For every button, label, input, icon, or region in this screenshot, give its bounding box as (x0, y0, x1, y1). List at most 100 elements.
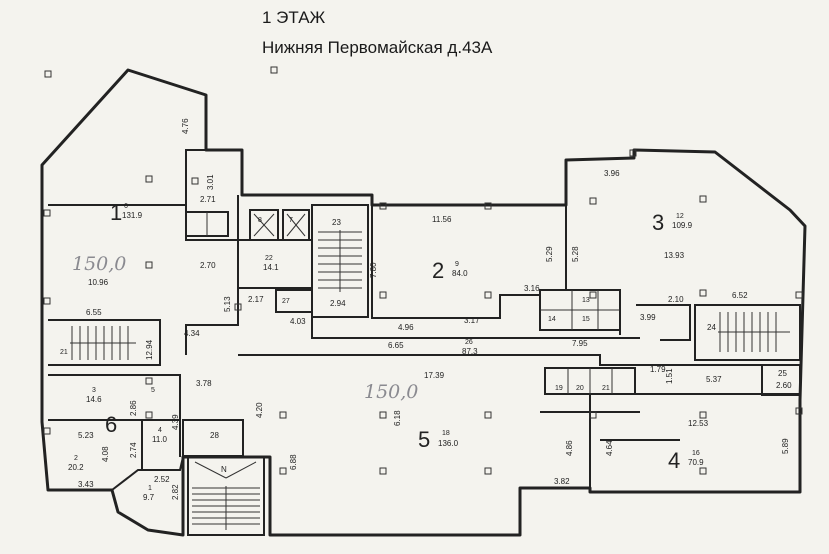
svg-text:87.3: 87.3 (462, 347, 478, 356)
svg-text:3.99: 3.99 (640, 313, 656, 322)
svg-text:N: N (221, 465, 227, 474)
svg-text:3.96: 3.96 (604, 169, 620, 178)
svg-text:6.18: 6.18 (393, 410, 402, 426)
svg-text:18: 18 (442, 430, 450, 437)
room-labels: 22 14.1 26 87.3 3 14.6 2 20.2 4 11.0 1 9… (60, 217, 787, 502)
svg-text:2.10: 2.10 (668, 295, 684, 304)
svg-text:25: 25 (778, 369, 787, 378)
svg-text:1: 1 (148, 485, 152, 492)
section-3-label: 3 12 109.9 (652, 210, 693, 235)
wall (565, 205, 621, 335)
svg-text:3.78: 3.78 (196, 379, 212, 388)
svg-text:4.64: 4.64 (605, 440, 614, 456)
svg-text:70.9: 70.9 (688, 458, 704, 467)
svg-text:2: 2 (432, 258, 444, 283)
wall (311, 317, 640, 339)
svg-text:3.17: 3.17 (464, 316, 480, 325)
svg-text:4.86: 4.86 (565, 440, 574, 456)
svg-text:2.94: 2.94 (330, 299, 346, 308)
svg-text:5.28: 5.28 (571, 246, 580, 262)
column-markers (43, 149, 803, 475)
marker-square (44, 70, 52, 78)
svg-text:109.9: 109.9 (672, 221, 693, 230)
svg-text:7.95: 7.95 (572, 339, 588, 348)
svg-text:2.52: 2.52 (154, 475, 170, 484)
svg-text:13: 13 (582, 297, 590, 304)
dimension-labels: 4.76 3.01 2.71 2.70 10.96 6.55 5.13 4.34… (78, 118, 792, 500)
svg-text:5.29: 5.29 (545, 246, 554, 262)
svg-text:5: 5 (151, 387, 155, 394)
svg-text:5.89: 5.89 (781, 438, 790, 454)
svg-text:2.82: 2.82 (171, 484, 180, 500)
svg-text:10.96: 10.96 (88, 278, 109, 287)
section-2-label: 2 9 84.0 (432, 258, 468, 283)
svg-text:3.01: 3.01 (206, 174, 215, 190)
svg-text:4: 4 (158, 427, 162, 434)
svg-text:20: 20 (576, 385, 584, 392)
svg-text:3.16: 3.16 (524, 284, 540, 293)
address-title: Нижняя Первомайская д.43А (262, 38, 493, 57)
svg-text:14.6: 14.6 (86, 395, 102, 404)
wall (185, 149, 206, 205)
wall (111, 456, 184, 491)
svg-text:12: 12 (676, 213, 684, 220)
svg-text:2: 2 (74, 455, 78, 462)
wall (48, 319, 161, 366)
svg-text:6.65: 6.65 (388, 341, 404, 350)
svg-text:24: 24 (707, 323, 716, 332)
svg-text:21: 21 (60, 349, 68, 356)
svg-text:3.82: 3.82 (554, 477, 570, 486)
stair-bottom (187, 456, 265, 536)
svg-text:7: 7 (289, 217, 293, 224)
svg-text:6: 6 (105, 412, 117, 437)
svg-text:136.0: 136.0 (438, 439, 459, 448)
svg-text:19: 19 (555, 385, 563, 392)
outer-wall (40, 68, 807, 537)
svg-text:84.0: 84.0 (452, 269, 468, 278)
wall (371, 205, 540, 319)
svg-text:3: 3 (652, 210, 664, 235)
section-6-label: 6 (105, 412, 117, 437)
svg-text:14: 14 (548, 316, 556, 323)
svg-text:4.34: 4.34 (184, 329, 200, 338)
svg-text:2.74: 2.74 (129, 442, 138, 458)
stair-steps (318, 230, 362, 292)
wall (636, 304, 691, 341)
svg-text:4.03: 4.03 (290, 317, 306, 326)
svg-text:9: 9 (455, 261, 459, 268)
stair-23 (311, 204, 369, 318)
svg-text:11.0: 11.0 (152, 435, 168, 444)
stair-steps (192, 486, 260, 530)
svg-text:2.70: 2.70 (200, 261, 216, 270)
svg-text:15: 15 (582, 316, 590, 323)
section-4-label: 4 16 70.9 (668, 448, 704, 473)
svg-text:8: 8 (258, 217, 262, 224)
svg-text:5.13: 5.13 (223, 296, 232, 312)
svg-text:6.88: 6.88 (289, 454, 298, 470)
handwritten-area-1: 150,0 (72, 253, 126, 275)
wall (238, 354, 800, 366)
svg-text:6.52: 6.52 (732, 291, 748, 300)
svg-text:17.39: 17.39 (424, 371, 445, 380)
svg-text:23: 23 (332, 218, 341, 227)
svg-text:2.86: 2.86 (129, 400, 138, 416)
svg-text:12.94: 12.94 (145, 339, 154, 360)
svg-text:4.20: 4.20 (255, 402, 264, 418)
svg-text:5: 5 (418, 427, 430, 452)
svg-text:4.76: 4.76 (181, 118, 190, 134)
wall (48, 204, 238, 241)
svg-text:9.7: 9.7 (143, 493, 155, 502)
svg-text:2.17: 2.17 (248, 295, 264, 304)
svg-text:5.23: 5.23 (78, 431, 94, 440)
svg-text:27: 27 (282, 298, 290, 305)
svg-text:26: 26 (465, 339, 473, 346)
svg-text:4: 4 (668, 448, 680, 473)
svg-text:16: 16 (692, 450, 700, 457)
section-1-label: 1 6 131.9 (110, 200, 143, 225)
floor-title: 1 ЭТАЖ (262, 8, 326, 27)
svg-text:4.39: 4.39 (171, 414, 180, 430)
svg-text:1.51: 1.51 (665, 368, 674, 384)
stair-steps (70, 326, 136, 360)
svg-text:28: 28 (210, 431, 219, 440)
